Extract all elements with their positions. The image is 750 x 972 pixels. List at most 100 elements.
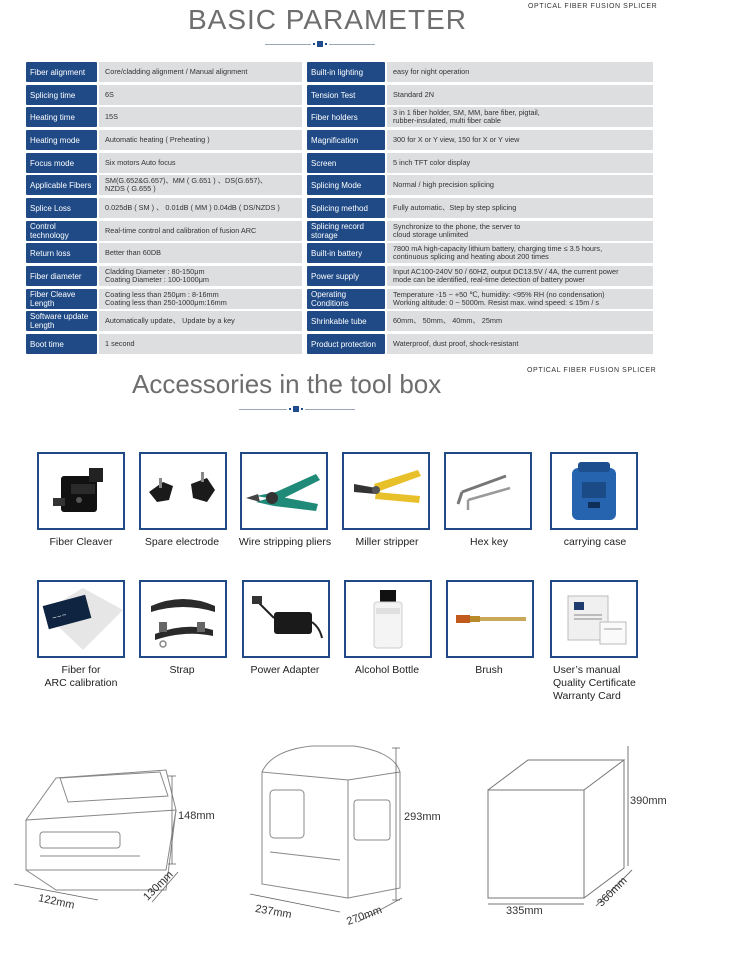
parameter-value: Input AC100-240V 50 / 60HZ, output DC13.… [387,266,653,286]
parameter-label: Splicing time [26,85,97,105]
accessory-label: Alcohol Bottle [354,664,420,676]
parameter-label: Operating Conditions [307,289,385,309]
accessories-title: Accessories in the tool box [132,369,442,399]
brand-tagline-accessories: OPTICAL FIBER FUSION SPLICER [527,367,657,374]
parameter-label: Splicing Mode [307,175,385,195]
parameter-value-line: Coating less than 250μm : 8-16mm [105,291,219,299]
parameter-value: Automatic heating ( Preheating ) [99,130,302,150]
parameter-value: 5 inch TFT color display [387,153,653,173]
parameter-label: Fiber diameter [26,266,97,286]
parameter-value: 7800 mA high-capacity lithium battery, c… [387,243,653,263]
parameter-value-line: easy for night operation [393,68,470,76]
parameter-label: Power supply [307,266,385,286]
parameter-value-line: Working altitude: 0 ~ 5000m. Resist max.… [393,299,600,307]
parameter-label: Splicing method [307,198,385,218]
parameter-value: Waterproof, dust proof, shock-resistant [387,334,653,354]
svg-text:~~~: ~~~ [51,611,67,622]
parameter-row: Splicing time 6S [26,85,302,105]
parameter-label: Control technology [26,221,97,241]
splicer-height-label: 148mm [178,810,215,822]
parameter-label: Focus mode [26,153,97,173]
parameter-value-line: Fully automatic、Step by step splicing [393,204,517,212]
parameter-row: Fiber alignment Core/cladding alignment /… [26,62,302,82]
parameter-label: Splice Loss [26,198,97,218]
accessory-label: Wire stripping pliers [238,536,332,548]
parameter-value-line: rubber-insulated, multi fiber cable [393,117,501,125]
parameter-value-line: continuous splicing and heating about 20… [393,253,549,261]
parameter-value-line: Six motors Auto focus [105,159,176,167]
case-height-label: 293mm [404,811,441,823]
parameter-value-line: Real-time control and calibration of fus… [105,227,257,235]
accessory-label: Strap [169,664,195,676]
parameter-value: Six motors Auto focus [99,153,302,173]
parameter-row: Boot time 1 second [26,334,302,354]
accessories-divider [239,405,355,413]
parameter-value-line: 60mm、 50mm、 40mm、 25mm [393,317,503,325]
parameter-row: Splicing method Fully automatic、Step by s… [307,198,653,218]
parameter-row: Tension Test Standard 2N [307,85,653,105]
parameter-value-line: Synchronize to the phone, the server to [393,223,521,231]
parameter-row: Control technology Real-time control and … [26,221,302,241]
parameter-value-line: Temperature -15 ~ +50 ℃, humidity: <95% … [393,291,605,299]
parameter-label: Tension Test [307,85,385,105]
stripper-icon [342,452,430,530]
parameter-value-line: 300 for X or Y view, 150 for X or Y view [393,136,520,144]
parameter-row: Software update Length Automatically upda… [26,311,302,331]
parameter-label: Built-in lighting [307,62,385,82]
parameter-value-line: Automatically update、 Update by a key [105,317,235,325]
brand-tagline-top: OPTICAL FIBER FUSION SPLICER [528,3,658,10]
parameter-label: Software update Length [26,311,97,331]
splicer-dimension-drawing [13,745,633,923]
accessory-label: User’s manual Quality Certificate Warran… [553,664,636,702]
parameter-label: Magnification [307,130,385,150]
parameter-label: Shrinkable tube [307,311,385,331]
parameter-row: Splice Loss 0.025dB ( SM ) 、 0.01dB ( MM … [26,198,302,218]
parameter-row: Heating mode Automatic heating ( Preheati… [26,130,302,150]
parameter-value-line: 6S [105,91,114,99]
parameter-row: Operating Conditions Temperature -15 ~ +5… [307,289,653,309]
parameter-label: Fiber Cleave Length [26,289,97,309]
parameter-value-line: 1 second [105,340,135,348]
parameter-value: 300 for X or Y view, 150 for X or Y view [387,130,653,150]
accessory-label: Power Adapter [250,664,320,676]
parameter-value-line: Core/cladding alignment / Manual alignme… [105,68,248,76]
parameter-row: Focus mode Six motors Auto focus [26,153,302,173]
calibration-fiber-icon: ~~~ [37,580,125,658]
parameter-value-line: 7800 mA high-capacity lithium battery, c… [393,245,603,253]
accessory-label: Hex key [470,536,508,548]
parameter-value-line: 5 inch TFT color display [393,159,471,167]
parameter-value-line: Automatic heating ( Preheating ) [105,136,210,144]
parameter-label: Boot time [26,334,97,354]
parameter-label: Heating mode [26,130,97,150]
parameter-value: 1 second [99,334,302,354]
parameter-value: Core/cladding alignment / Manual alignme… [99,62,302,82]
parameter-row: Screen 5 inch TFT color display [307,153,653,173]
parameter-row: Built-in lighting easy for night operatio… [307,62,653,82]
parameter-value-line: 0.025dB ( SM ) 、 0.01dB ( MM ) 0.04dB ( … [105,204,280,212]
alcohol-bottle-icon [344,580,432,658]
accessory-label: Brush [475,664,503,676]
parameter-label: Fiber alignment [26,62,97,82]
parameter-value-line: Coating less than 250-1000μm:16mm [105,299,227,307]
parameter-value: Standard 2N [387,85,653,105]
parameter-value-line: Standard 2N [393,91,434,99]
parameter-label: Built-in battery [307,243,385,263]
parameter-value: 3 in 1 fiber holder, SM, MM, bare fiber,… [387,107,653,127]
carrying-case-icon [550,452,638,530]
parameter-value-line: Input AC100-240V 50 / 60HZ, output DC13.… [393,268,619,276]
parameter-label: Screen [307,153,385,173]
accessory-label: Miller stripper [355,536,419,548]
parameter-value: Fully automatic、Step by step splicing [387,198,653,218]
parameter-value: Normal / high precision splicing [387,175,653,195]
parameter-value: SM(G.652&G.657)、MM ( G.651 ) 、DS(G.657)、… [99,175,302,195]
